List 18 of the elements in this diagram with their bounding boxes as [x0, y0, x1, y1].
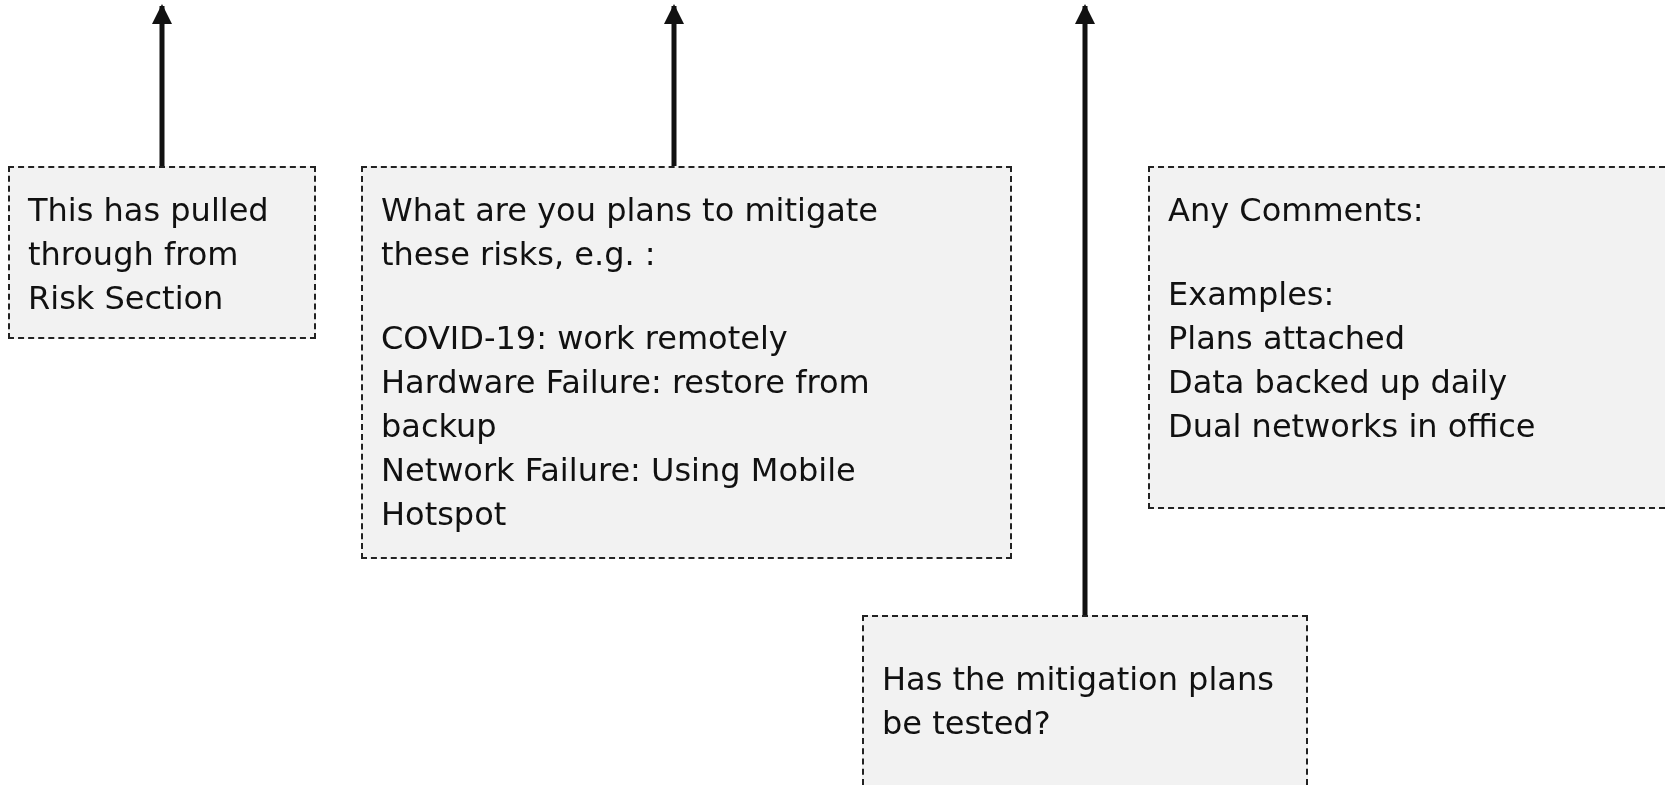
dashed-text-box — [862, 615, 1308, 785]
arrow — [664, 4, 684, 166]
box-heading: What are you plans to mitigate these risks, e.g. : — [381, 190, 880, 275]
dashed-text-box — [361, 166, 1012, 559]
box-heading: This has pulled through from Risk Section — [28, 190, 270, 319]
arrow — [1075, 4, 1095, 615]
box-text: Data backed up daily — [1168, 362, 1509, 403]
box-text: Dual networks in office — [1168, 406, 1537, 447]
box-text: COVID-19: work remotely — [381, 318, 789, 359]
box-text: Plans attached — [1168, 318, 1407, 359]
dashed-text-box — [1148, 166, 1665, 509]
box-text: Hardware Failure: restore from backup — [381, 362, 871, 447]
arrow — [152, 4, 172, 166]
box-heading: Any Comments: — [1168, 190, 1425, 231]
box-text: Network Failure: Using Mobile Hotspot — [381, 450, 857, 535]
dashed-text-box — [8, 166, 316, 339]
box-text: Examples: — [1168, 274, 1336, 315]
box-heading: Has the mitigation plans be tested? — [882, 659, 1275, 744]
